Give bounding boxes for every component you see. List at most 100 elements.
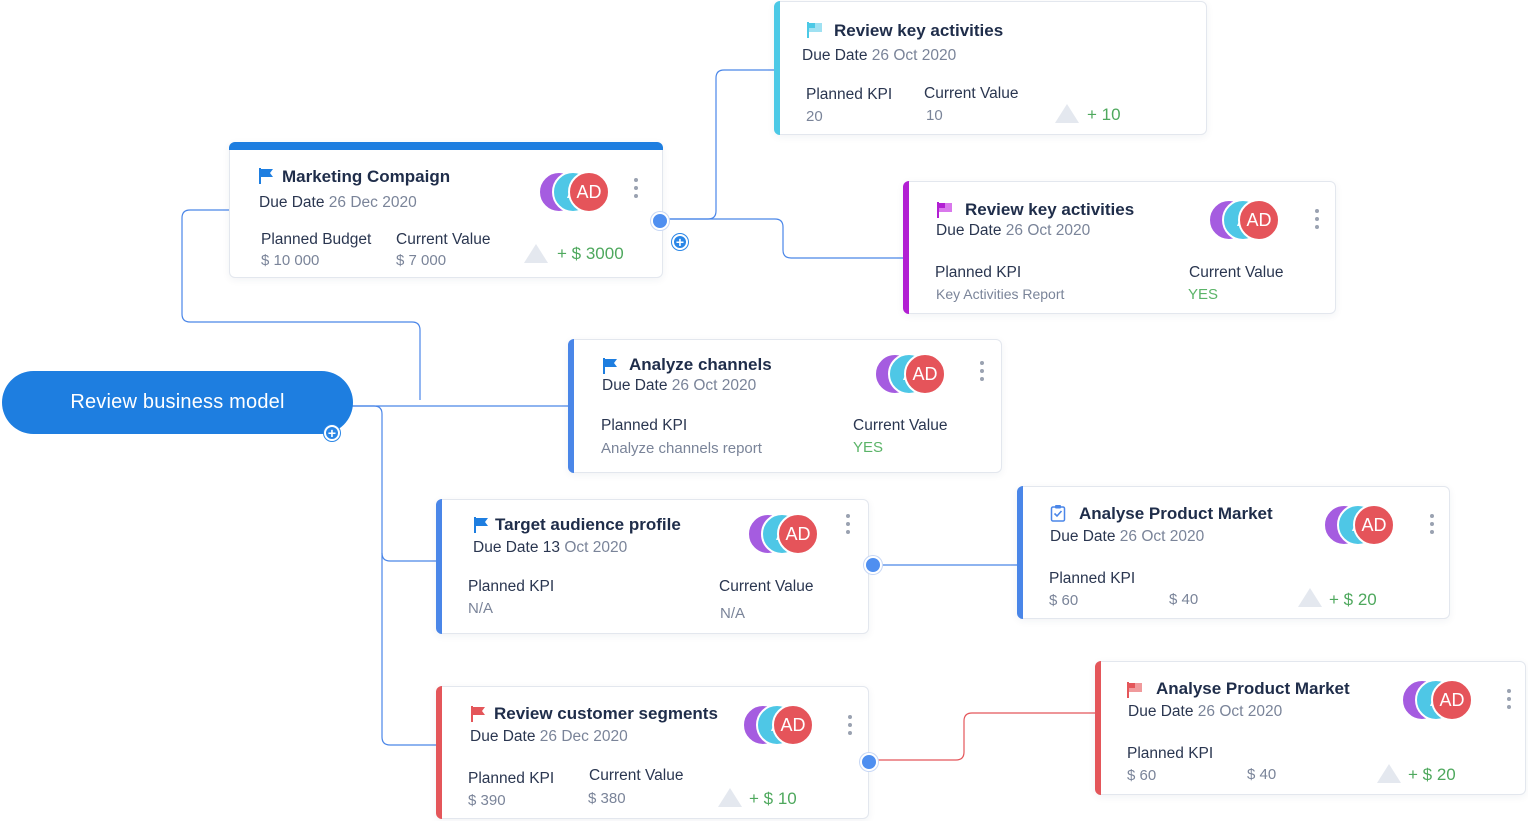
root-node[interactable]: Review business model [2, 371, 353, 434]
gain-value: + 10 [1087, 105, 1121, 124]
flag-icon [1127, 682, 1142, 698]
card-accent [436, 499, 442, 634]
card-accent [568, 339, 574, 473]
add-child-button[interactable]: + [672, 234, 688, 250]
flag-icon [474, 517, 488, 533]
due-date: Due Date 13 Oct 2020 [473, 539, 627, 557]
clipboard-icon [1050, 505, 1066, 522]
current-value: YES [1188, 286, 1219, 303]
card-marketing-campaign[interactable]: Marketing Compaign Due Date 26 Dec 2020 … [229, 142, 663, 278]
card-analyse-product-market[interactable]: Analyse Product Market Due Date 26 Oct 2… [1095, 661, 1526, 795]
more-options-icon[interactable] [1315, 209, 1319, 233]
trend-up-icon [1377, 764, 1401, 783]
due-date-label: Due Date [602, 377, 668, 394]
card-analyse-product-market[interactable]: Analyse Product Market Due Date 26 Oct 2… [1017, 486, 1450, 619]
due-date-label: Due Date [259, 194, 325, 211]
plus-icon: + [675, 234, 685, 250]
avatar-group[interactable]: A A AD [1401, 679, 1481, 721]
card-accent [1095, 661, 1101, 795]
planned-kpi-value: Key Activities Report [936, 286, 1065, 302]
due-date-value: 26 Oct 2020 [1119, 528, 1205, 545]
add-child-button[interactable]: + [324, 425, 340, 441]
current-value: $ 7 000 [396, 252, 447, 269]
planned-kpi-label: Planned KPI [601, 417, 688, 434]
plus-icon: + [327, 425, 337, 441]
card-title: Analyse Product Market [1079, 504, 1273, 523]
due-date: Due Date 26 Oct 2020 [1050, 528, 1204, 546]
trend-up-icon [1298, 588, 1322, 607]
planned-budget-value: $ 10 000 [261, 252, 320, 269]
current-value-label: Current Value [719, 578, 814, 595]
card-review-customer-segments[interactable]: Review customer segments Due Date 26 Dec… [436, 686, 869, 819]
due-date: Due Date 26 Oct 2020 [936, 222, 1090, 240]
avatar: AD [1353, 504, 1395, 546]
planned-kpi-label: Planned KPI [935, 264, 1022, 281]
card-analyze-channels[interactable]: Analyze channels Due Date 26 Oct 2020 Pl… [568, 339, 1002, 473]
card-accent [1017, 486, 1023, 619]
due-date-label: Due Date [936, 222, 1002, 239]
avatar-group[interactable]: A A AD [747, 513, 827, 555]
planned-kpi-label: Planned KPI [468, 578, 555, 595]
avatar-group[interactable]: A A AD [1208, 199, 1288, 241]
card-title: Analyze channels [629, 355, 772, 374]
card-title: Review customer segments [494, 704, 718, 723]
card-review-key-activities[interactable]: Review key activities Due Date 26 Oct 20… [774, 1, 1207, 135]
card-target-audience-profile[interactable]: Target audience profile Due Date 13 Oct … [436, 499, 869, 634]
due-date-value: 26 Oct 2020 [671, 377, 757, 394]
card-review-key-activities[interactable]: Review key activities Due Date 26 Oct 20… [903, 181, 1336, 314]
due-date-value: 26 Dec 2020 [539, 728, 628, 745]
gain-value: + $ 10 [749, 789, 797, 808]
more-options-icon[interactable] [980, 361, 984, 385]
avatar-group[interactable]: A A AD [538, 171, 618, 213]
due-date-label: Due Date [1128, 703, 1194, 720]
due-date-value: Oct 2020 [564, 539, 628, 556]
current-value: $ 40 [1169, 591, 1199, 608]
flag-icon [471, 706, 485, 722]
planned-kpi-value: $ 60 [1049, 592, 1079, 609]
due-date-label: Due Date [473, 539, 539, 556]
gain-value: + $ 20 [1408, 765, 1456, 784]
connector-handle[interactable] [864, 556, 882, 574]
current-value-label: Current Value [1189, 264, 1284, 281]
current-value-label: Current Value [853, 417, 948, 434]
avatar-group[interactable]: A A AD [1323, 504, 1403, 546]
planned-kpi-value: 20 [806, 108, 823, 125]
more-options-icon[interactable] [1430, 514, 1434, 538]
current-value: $ 40 [1247, 766, 1277, 783]
avatar: AD [904, 353, 946, 395]
avatar-group[interactable]: A A AD [742, 704, 822, 746]
due-date-label: Due Date [1050, 528, 1116, 545]
card-title: Target audience profile [495, 515, 681, 534]
flag-icon [259, 168, 273, 184]
due-date-value: 26 Dec 2020 [328, 194, 417, 211]
due-date: Due Date 26 Dec 2020 [470, 728, 628, 746]
due-date-value: 26 Oct 2020 [1197, 703, 1283, 720]
planned-kpi-value: $ 60 [1127, 767, 1157, 784]
card-accent [903, 181, 909, 314]
more-options-icon[interactable] [848, 715, 852, 739]
planned-kpi-label: Planned KPI [468, 770, 555, 787]
flag-icon [937, 202, 952, 218]
card-title: Analyse Product Market [1156, 679, 1350, 698]
more-options-icon[interactable] [846, 514, 850, 538]
connector-handle[interactable] [860, 753, 878, 771]
avatar: AD [568, 171, 610, 213]
card-title: Review key activities [965, 200, 1135, 219]
more-options-icon[interactable] [634, 178, 638, 202]
avatar: AD [777, 513, 819, 555]
due-date-value: 26 Oct 2020 [871, 47, 957, 64]
trend-up-icon [1055, 104, 1079, 123]
planned-kpi-label: Planned KPI [806, 86, 893, 103]
flag-icon [603, 358, 617, 374]
avatar: AD [1238, 199, 1280, 241]
due-date: Due Date 26 Oct 2020 [602, 377, 756, 395]
current-value-label: Current Value [396, 231, 491, 248]
connector-handle[interactable] [651, 212, 669, 230]
card-accent [436, 686, 442, 819]
planned-kpi-value: N/A [468, 600, 494, 617]
more-options-icon[interactable] [1507, 689, 1511, 713]
avatar-group[interactable]: A A AD [874, 353, 954, 395]
due-date: Due Date 26 Oct 2020 [1128, 703, 1282, 721]
due-date-label: Due Date [470, 728, 536, 745]
trend-up-icon [524, 244, 548, 263]
